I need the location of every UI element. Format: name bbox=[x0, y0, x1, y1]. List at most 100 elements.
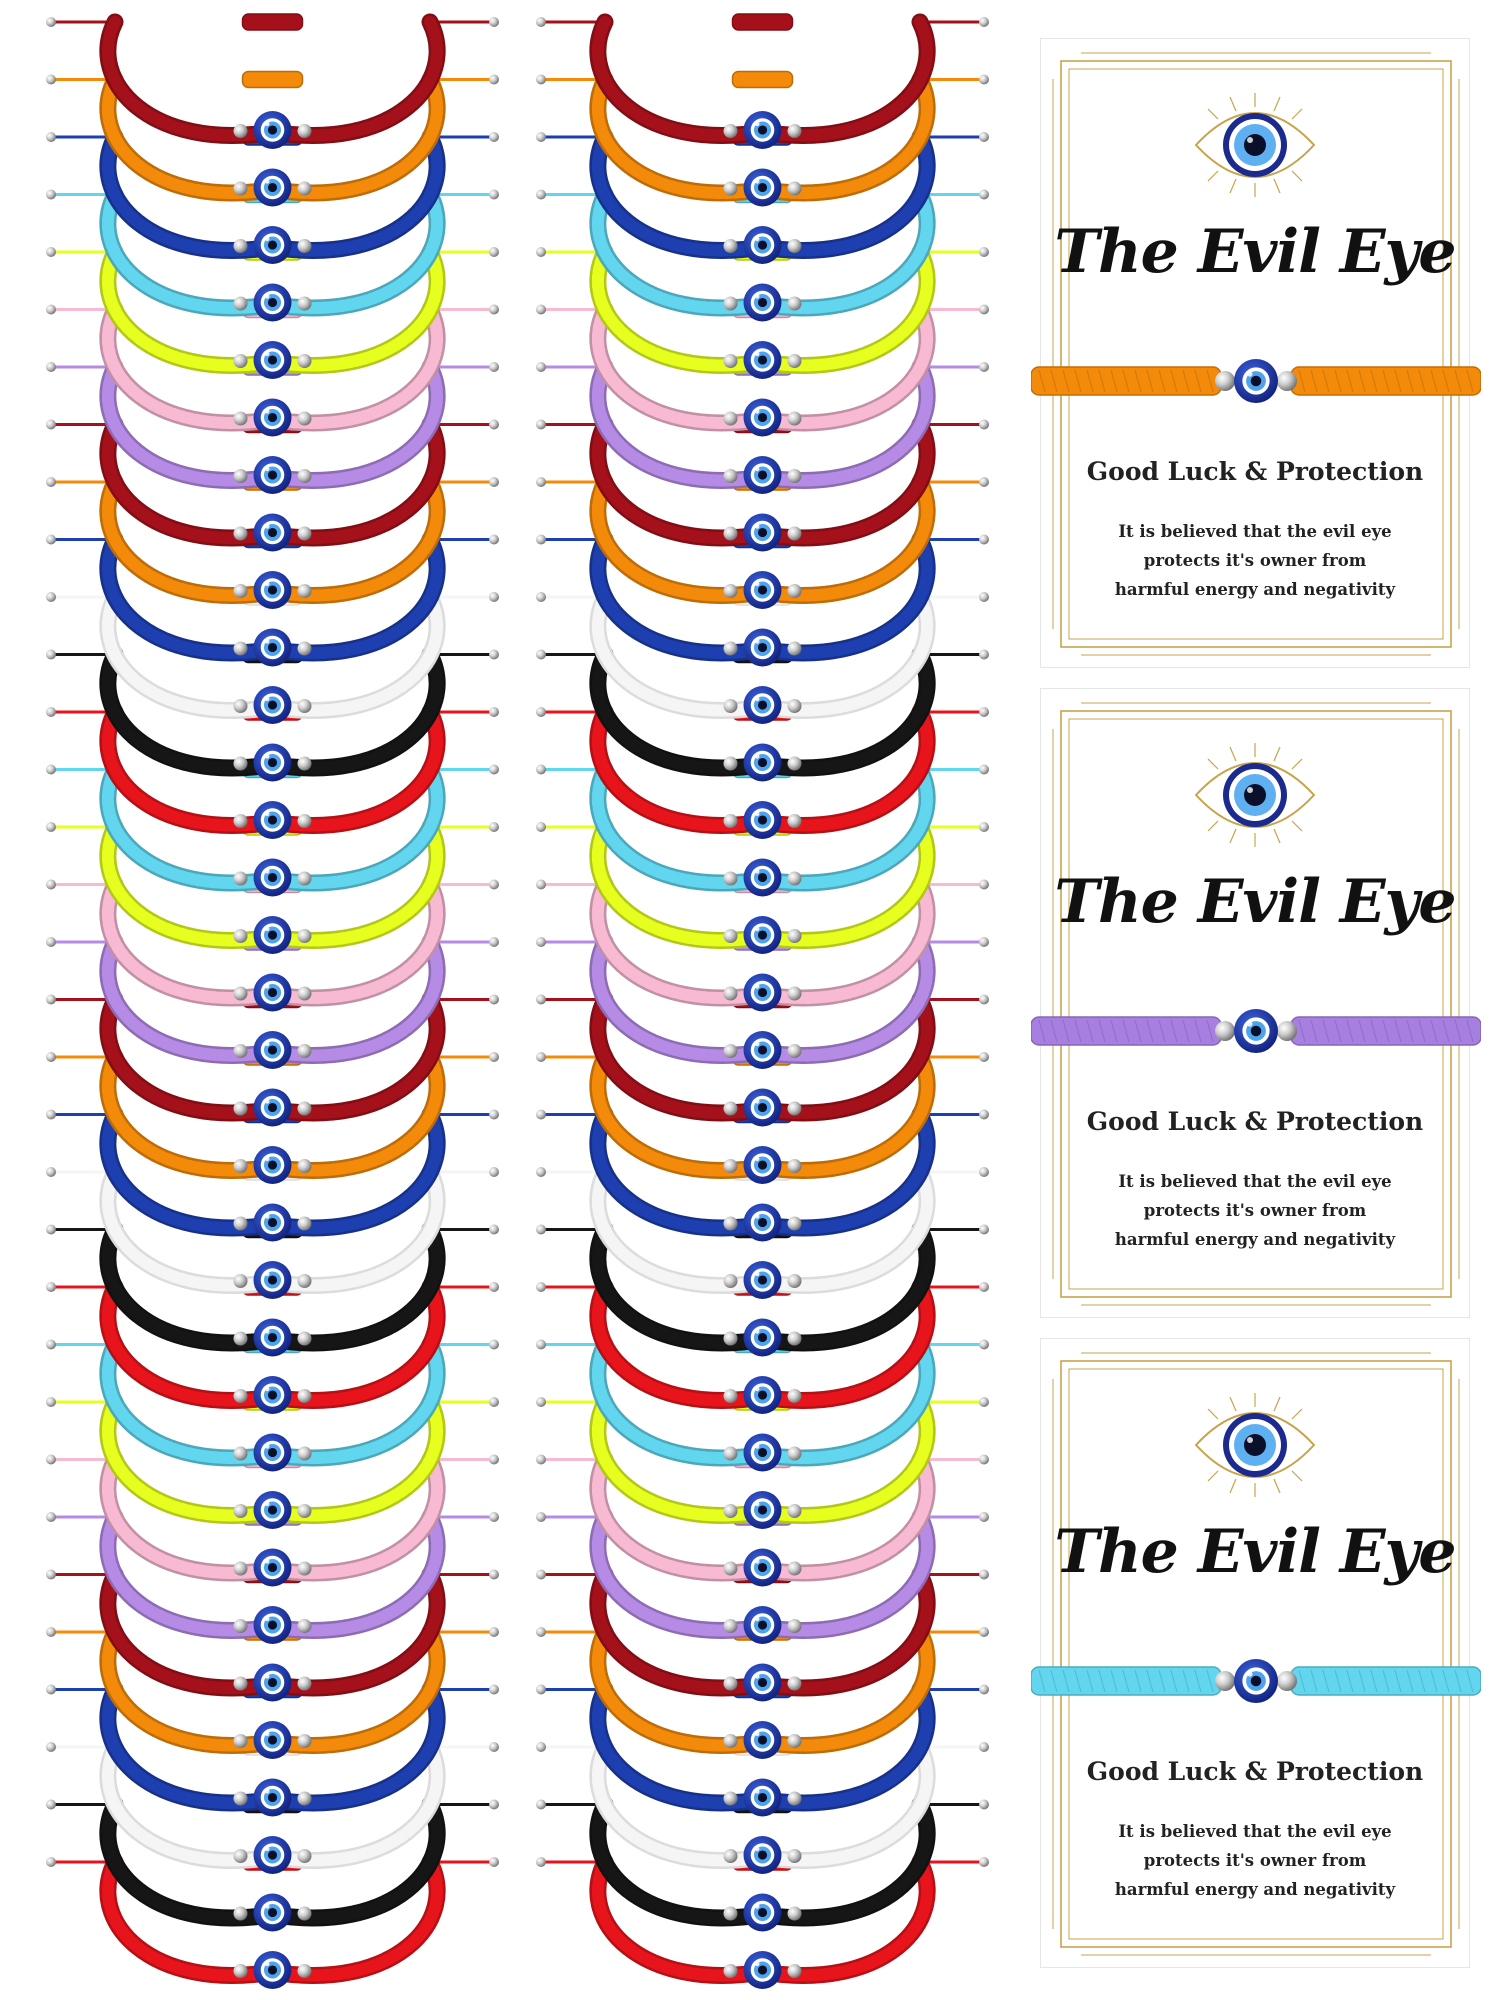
silver-bead bbox=[787, 354, 802, 368]
silver-bead bbox=[787, 1044, 802, 1058]
bracelet bbox=[46, 703, 499, 839]
bracelet bbox=[46, 358, 499, 494]
bracelet bbox=[536, 1393, 989, 1529]
silver-bead bbox=[233, 1216, 248, 1231]
silver-bead bbox=[46, 189, 56, 200]
silver-bead bbox=[233, 1044, 248, 1058]
evil-eye-icon bbox=[1194, 93, 1316, 197]
silver-bead bbox=[979, 304, 989, 315]
silver-bead bbox=[787, 1101, 802, 1116]
silver-bead bbox=[536, 1224, 546, 1235]
silver-bead bbox=[489, 649, 499, 660]
silver-bead bbox=[489, 1627, 499, 1637]
silver-bead bbox=[536, 592, 546, 602]
card-title: The Evil Eye bbox=[1054, 1517, 1456, 1587]
silver-bead bbox=[536, 132, 546, 142]
silver-bead bbox=[723, 469, 738, 483]
card-body-line: It is believed that the evil eye bbox=[1118, 522, 1392, 541]
silver-bead bbox=[787, 1216, 802, 1231]
silver-bead bbox=[489, 879, 499, 890]
silver-bead bbox=[297, 239, 312, 253]
silver-bead bbox=[979, 937, 989, 947]
silver-bead bbox=[787, 1561, 802, 1576]
bracelet bbox=[46, 185, 499, 322]
silver-bead bbox=[1215, 1671, 1235, 1691]
silver-bead bbox=[979, 534, 989, 545]
silver-bead bbox=[979, 74, 989, 85]
bracelet bbox=[46, 1048, 499, 1184]
card-bracelet bbox=[1031, 359, 1481, 403]
card-bracelet bbox=[1031, 1659, 1481, 1703]
silver-bead bbox=[233, 1734, 248, 1748]
silver-bead bbox=[46, 74, 56, 85]
silver-bead bbox=[536, 1109, 546, 1120]
silver-bead bbox=[536, 477, 546, 487]
silver-bead bbox=[536, 937, 546, 947]
silver-bead bbox=[979, 1627, 989, 1637]
silver-bead bbox=[787, 296, 802, 311]
silver-bead bbox=[723, 1389, 738, 1403]
silver-bead bbox=[489, 592, 499, 602]
silver-bead bbox=[787, 584, 802, 598]
silver-bead bbox=[489, 1799, 499, 1810]
silver-bead bbox=[979, 189, 989, 200]
bracelet bbox=[536, 128, 989, 264]
silver-bead bbox=[536, 17, 546, 27]
silver-bead bbox=[723, 1964, 738, 1978]
silver-bead bbox=[233, 814, 248, 828]
silver-bead bbox=[536, 822, 546, 832]
bracelet bbox=[536, 1048, 989, 1184]
silver-bead bbox=[787, 1446, 802, 1461]
silver-bead bbox=[233, 411, 248, 426]
silver-bead bbox=[979, 1339, 989, 1350]
silver-bead bbox=[723, 1849, 738, 1863]
silver-bead bbox=[723, 1159, 738, 1173]
silver-bead bbox=[787, 871, 802, 886]
silver-bead bbox=[723, 1734, 738, 1748]
card-body-line: protects it's owner from bbox=[1143, 551, 1367, 570]
silver-bead bbox=[787, 1791, 802, 1806]
silver-bead bbox=[233, 986, 248, 1001]
silver-bead bbox=[723, 1561, 738, 1576]
silver-bead bbox=[489, 1857, 499, 1867]
silver-bead bbox=[46, 937, 56, 947]
silver-bead bbox=[787, 526, 802, 541]
bracelet bbox=[46, 1623, 499, 1759]
card-heading: Good Luck & Protection bbox=[1086, 457, 1424, 486]
silver-bead bbox=[233, 699, 248, 713]
silver-bead bbox=[233, 526, 248, 541]
silver-bead bbox=[46, 247, 56, 257]
silver-bead bbox=[723, 1216, 738, 1231]
silver-bead bbox=[723, 1676, 738, 1691]
silver-bead bbox=[979, 247, 989, 257]
silver-bead bbox=[536, 994, 546, 1005]
silver-bead bbox=[723, 239, 738, 253]
silver-bead bbox=[979, 362, 989, 372]
silver-bead bbox=[979, 1109, 989, 1120]
silver-bead bbox=[297, 1274, 312, 1288]
silver-bead bbox=[46, 1799, 56, 1810]
bracelet bbox=[46, 1393, 499, 1529]
gold-frame bbox=[1052, 1352, 1460, 1956]
silver-bead bbox=[723, 756, 738, 771]
silver-bead bbox=[723, 1906, 738, 1921]
silver-bead bbox=[297, 871, 312, 886]
silver-bead bbox=[723, 526, 738, 541]
silver-bead bbox=[297, 1619, 312, 1633]
card-body-line: harmful energy and negativity bbox=[1114, 1230, 1396, 1249]
silver-bead bbox=[233, 1619, 248, 1633]
bracelet bbox=[46, 933, 499, 1069]
silver-bead bbox=[46, 419, 56, 430]
silver-bead bbox=[723, 584, 738, 598]
silver-bead bbox=[787, 1906, 802, 1921]
bracelet bbox=[46, 1853, 499, 1989]
silver-bead bbox=[979, 477, 989, 487]
silver-bead bbox=[787, 1159, 802, 1173]
silver-bead bbox=[233, 1274, 248, 1288]
silver-bead bbox=[297, 756, 312, 771]
bracelet bbox=[46, 645, 499, 782]
silver-bead bbox=[979, 649, 989, 660]
silver-bead bbox=[536, 1857, 546, 1867]
silver-bead bbox=[297, 929, 312, 943]
silver-bead bbox=[489, 822, 499, 832]
